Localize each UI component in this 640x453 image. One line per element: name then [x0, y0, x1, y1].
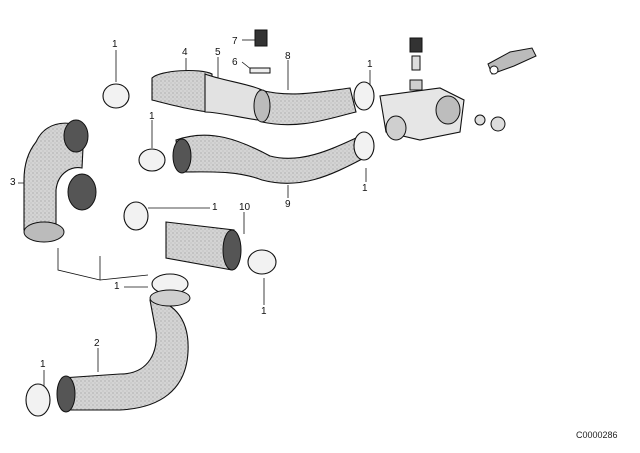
short-hose-10 — [165, 221, 242, 271]
callout-1-right-top: 1 — [367, 59, 373, 70]
callout-5: 5 — [215, 47, 221, 58]
callout-1-right-mid: 1 — [362, 183, 368, 194]
hose-clamps — [25, 81, 375, 417]
callout-2: 2 — [94, 338, 100, 349]
temperature-sensors — [249, 29, 537, 75]
diagram-code: C0000286 — [576, 430, 618, 440]
callout-1-bottom-left: 1 — [40, 359, 46, 370]
callout-6: 6 — [232, 57, 238, 68]
thermostat-housing — [379, 79, 506, 141]
callout-1-center: 1 — [212, 202, 218, 213]
callout-9: 9 — [285, 199, 291, 210]
callout-1-top: 1 — [112, 39, 118, 50]
callout-3: 3 — [10, 177, 16, 188]
callout-1-left-mid: 1 — [114, 281, 120, 292]
elbow-3 — [23, 119, 97, 243]
callout-4: 4 — [182, 47, 188, 58]
callout-1-lower-right: 1 — [261, 306, 267, 317]
upper-hose-4-8 — [151, 70, 357, 126]
lower-hose-2 — [56, 289, 191, 413]
middle-hose-9 — [172, 134, 365, 184]
callout-1-mid-small: 1 — [149, 111, 155, 122]
callout-7: 7 — [232, 36, 238, 47]
callout-10: 10 — [239, 202, 251, 213]
callout-8: 8 — [285, 51, 291, 62]
